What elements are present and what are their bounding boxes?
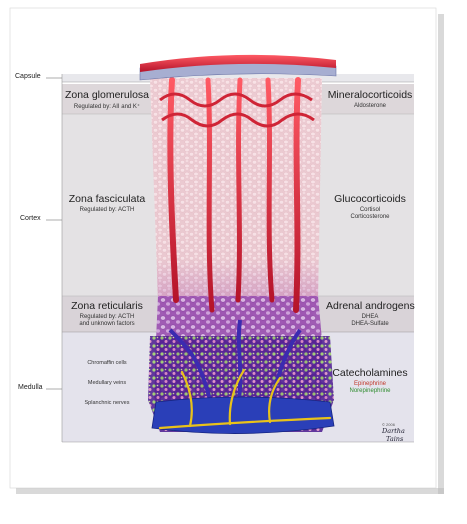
- medulla-label: Medulla: [18, 384, 43, 391]
- glucocorticoids-title: Glucocorticoids: [334, 193, 406, 205]
- cortisol-label: Cortisol: [359, 207, 381, 213]
- zona-reticularis-regulation-1: Regulated by: ACTH: [79, 314, 135, 320]
- capsule-label: Capsule: [15, 73, 41, 80]
- copyright-label: © 2006: [382, 422, 395, 427]
- adrenal-androgens-title: Adrenal androgens: [326, 300, 415, 312]
- zona-reticularis-title: Zona reticularis: [71, 300, 143, 312]
- norepinephrine-label: Norepinephrine: [349, 388, 391, 394]
- artist-signature-line2: Tains: [386, 435, 404, 443]
- chromaffin-cells-label: Chromaffin cells: [87, 360, 127, 366]
- zona-fasciculata-title: Zona fasciculata: [68, 193, 146, 205]
- zona-glomerulosa-regulation: Regulated by: AII and K⁺: [73, 104, 141, 110]
- cortex-label: Cortex: [20, 215, 41, 222]
- epinephrine-label: Epinephrine: [353, 381, 387, 387]
- artist-signature-line1: Dartha: [382, 427, 405, 435]
- zona-reticularis-regulation-2: and unknown factors: [79, 321, 135, 327]
- zona-fasciculata-regulation: Regulated by: ACTH: [79, 207, 135, 213]
- zona-glomerulosa-title: Zona glomerulosa: [64, 89, 150, 101]
- dhea-label: DHEA: [361, 314, 379, 320]
- aldosterone-label: Aldosterone: [353, 103, 387, 109]
- dhea-sulfate-label: DHEA-Sulfate: [351, 321, 389, 327]
- splanchnic-nerves-label: Splanchnic nerves: [84, 400, 130, 406]
- corticosterone-label: Corticosterone: [350, 214, 390, 220]
- mineralocorticoids-title: Mineralocorticoids: [327, 89, 413, 101]
- catecholamines-title: Catecholamines: [332, 367, 408, 379]
- medullary-veins-label: Medullary veins: [87, 380, 127, 386]
